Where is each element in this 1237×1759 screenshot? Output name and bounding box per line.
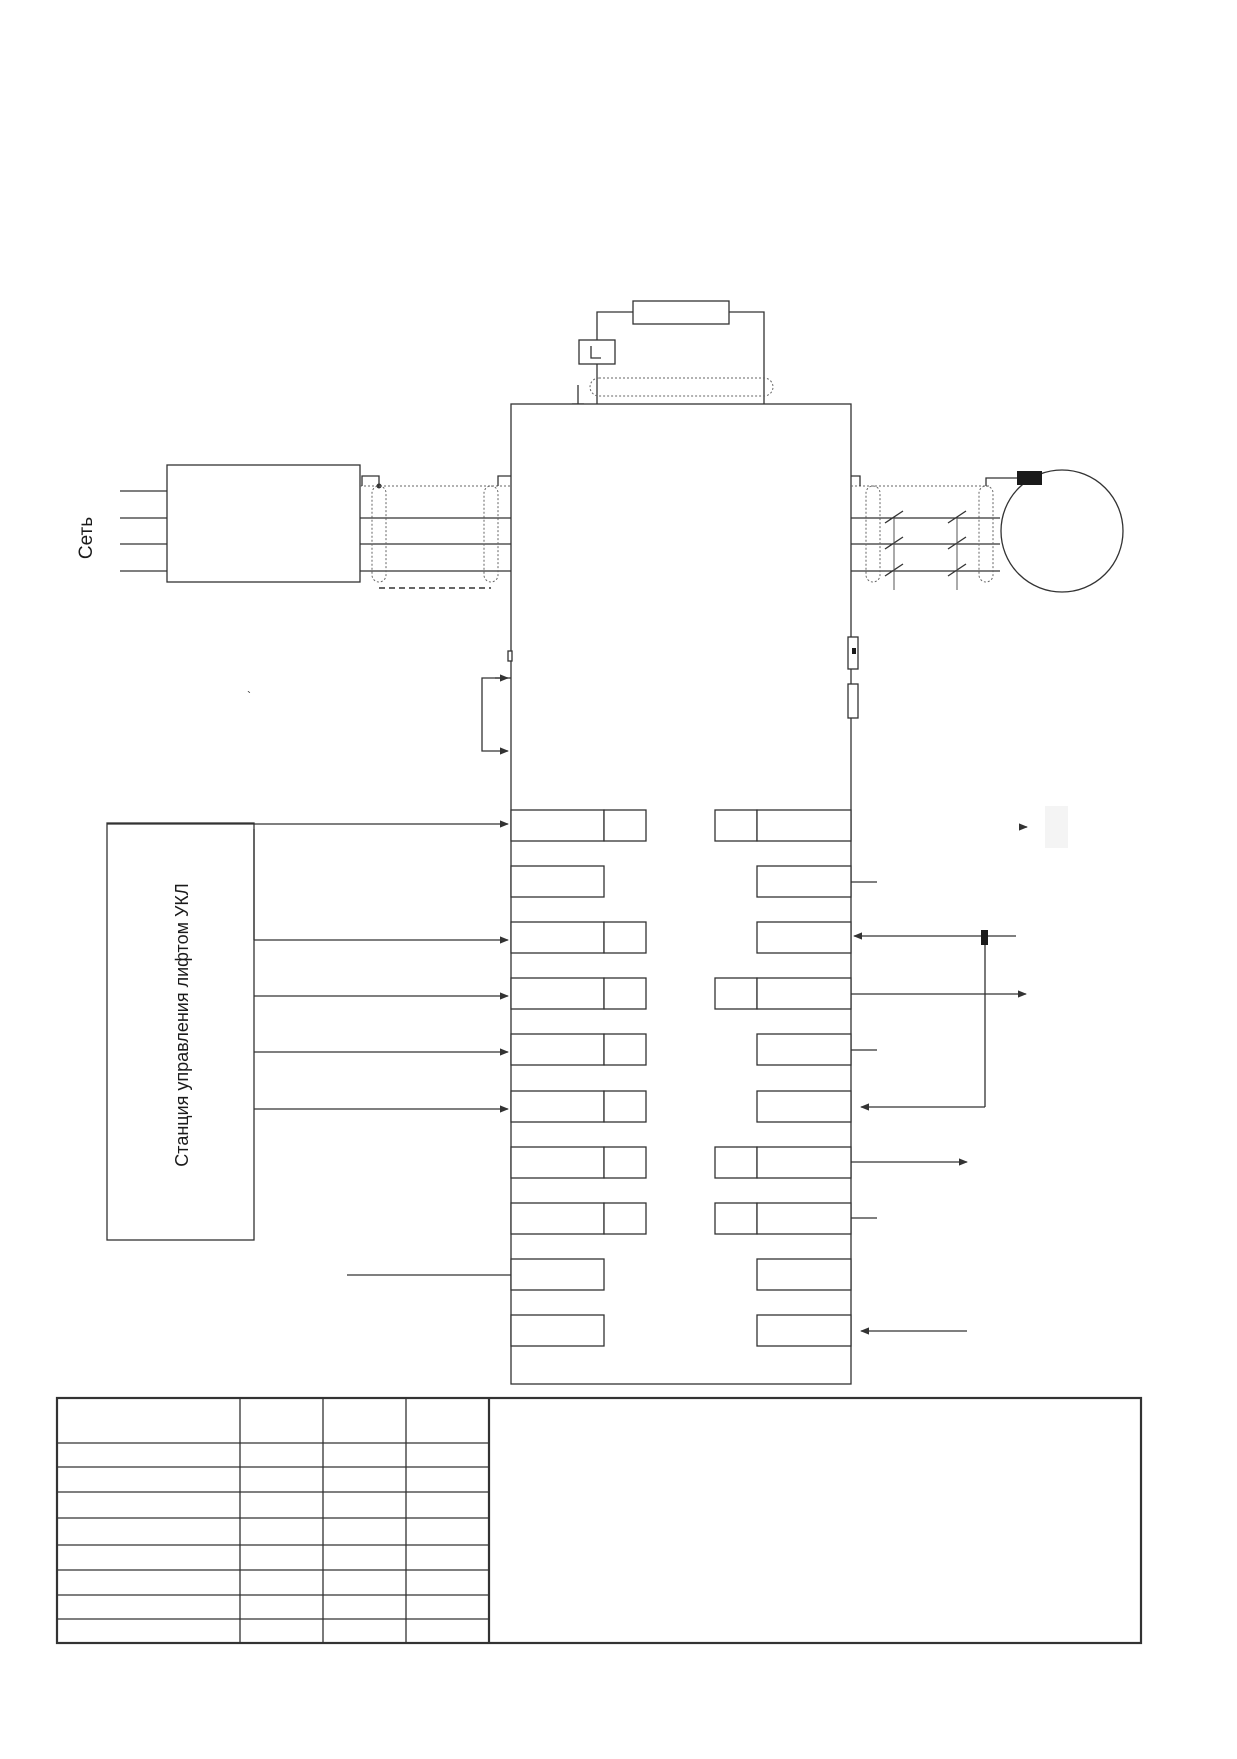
terminal-right-9 bbox=[756, 1258, 852, 1291]
terminal-left-6 bbox=[510, 1090, 605, 1123]
terminal-left-10 bbox=[510, 1314, 605, 1347]
thermal-switch bbox=[578, 339, 616, 365]
motor bbox=[1000, 469, 1124, 593]
side-resistor bbox=[847, 683, 859, 719]
svg-text:`: ` bbox=[247, 689, 251, 703]
terminal-left-8 bbox=[510, 1202, 605, 1235]
title-block bbox=[55, 1396, 1143, 1645]
terminal-left-5 bbox=[510, 1033, 605, 1066]
terminal-left-7 bbox=[510, 1146, 605, 1179]
left-terminal-column bbox=[510, 809, 647, 1347]
network-input: Сеть bbox=[76, 464, 511, 589]
control-station: Станция управления лифтом УКЛ bbox=[106, 820, 511, 1276]
terminal-right-1 bbox=[756, 809, 852, 842]
title-block-frame bbox=[55, 1396, 1143, 1645]
control-station-label: Станция управления лифтом УКЛ bbox=[172, 883, 192, 1166]
terminal-right-4 bbox=[756, 977, 852, 1010]
terminal-left-4 bbox=[510, 977, 605, 1010]
brake-resistor-assembly bbox=[572, 300, 774, 405]
terminal-right-5 bbox=[756, 1033, 852, 1066]
terminal-right-2 bbox=[756, 865, 852, 898]
input-filter bbox=[166, 464, 361, 583]
terminal-left-1 bbox=[510, 809, 605, 842]
brake-resistor bbox=[632, 300, 730, 325]
network-label: Сеть bbox=[76, 517, 97, 559]
terminal-left-9 bbox=[510, 1258, 605, 1291]
right-signal-wiring bbox=[851, 806, 1068, 1335]
terminal-right-8 bbox=[756, 1202, 852, 1235]
terminal-right-10 bbox=[756, 1314, 852, 1347]
terminal-right-6 bbox=[756, 1090, 852, 1123]
terminal-left-2 bbox=[510, 865, 605, 898]
terminal-right-3 bbox=[756, 921, 852, 954]
motor-output bbox=[851, 469, 1124, 593]
encoder bbox=[1017, 471, 1042, 485]
control-station-box bbox=[106, 822, 255, 1241]
terminal-right-7 bbox=[756, 1146, 852, 1179]
terminal-left-3 bbox=[510, 921, 605, 954]
right-terminal-column bbox=[714, 809, 852, 1347]
